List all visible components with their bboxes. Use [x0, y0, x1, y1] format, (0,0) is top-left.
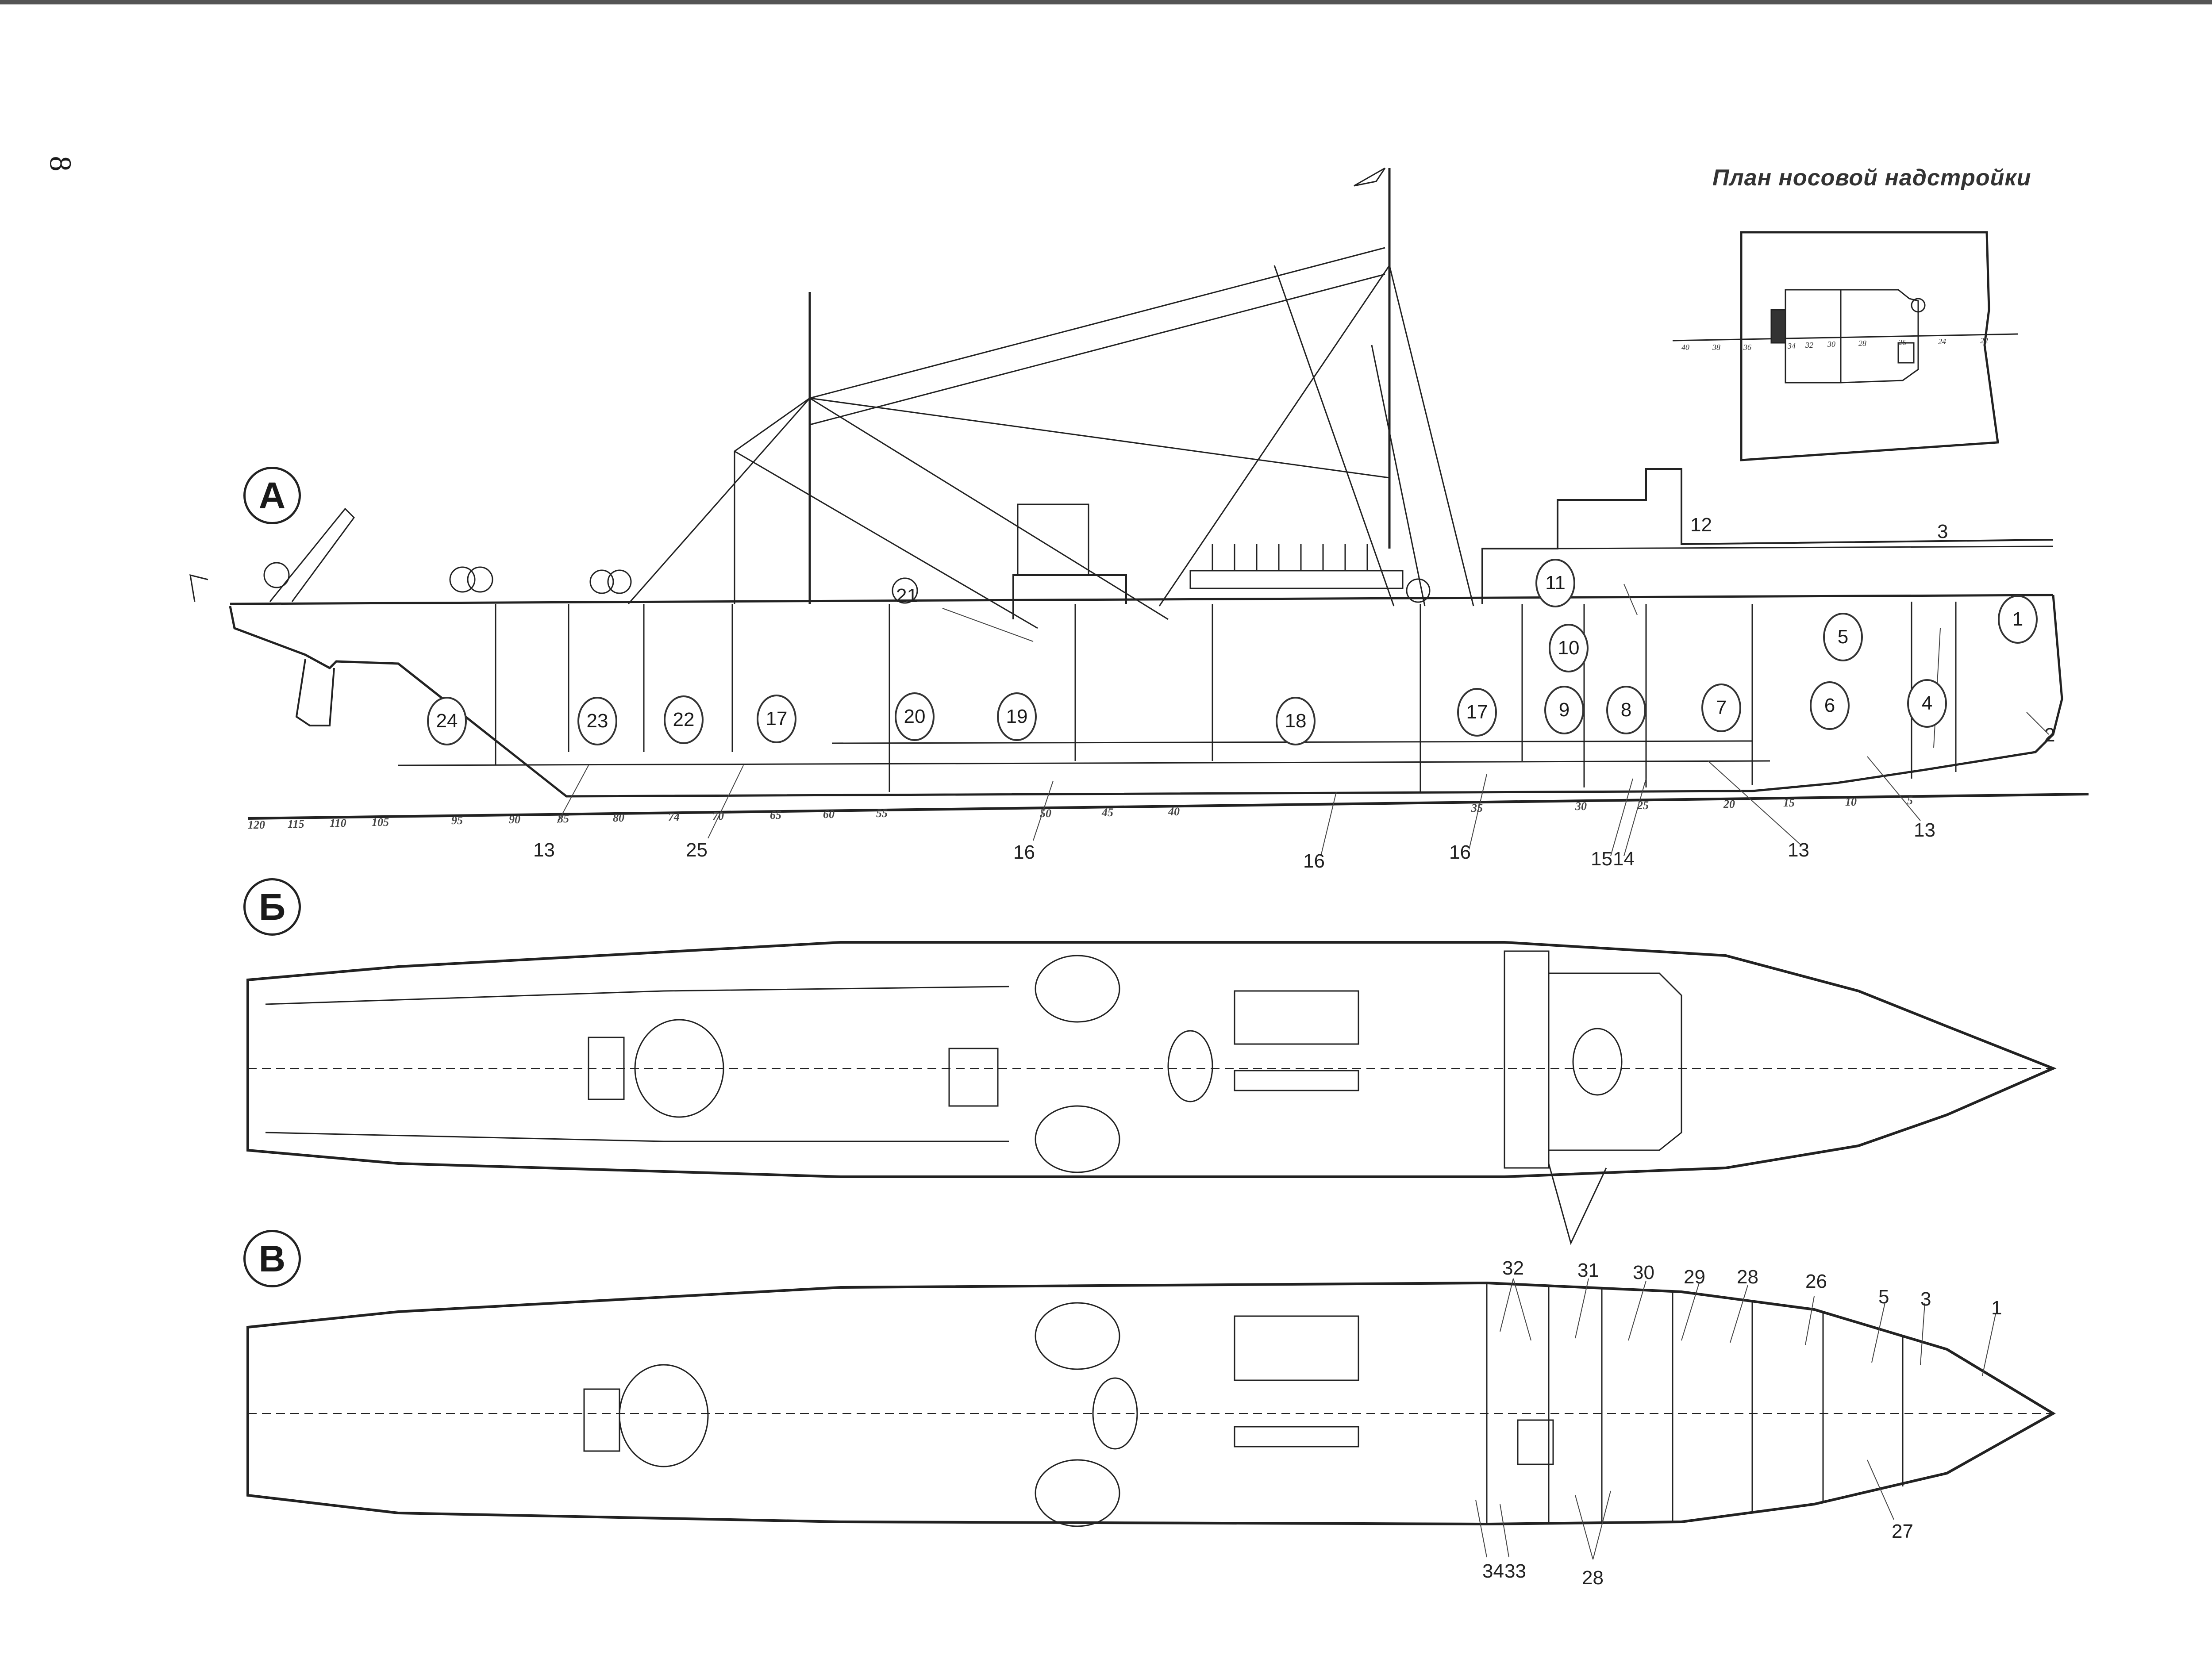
- callout-32: 32: [1502, 1257, 1524, 1279]
- compartment-11: 11: [1535, 559, 1575, 607]
- compartment-4: 4: [1907, 679, 1947, 728]
- frame-25: 25: [1637, 799, 1649, 812]
- callout-13-mid: 13: [1788, 839, 1809, 861]
- inset-frame-22: 22: [1980, 336, 1988, 345]
- compartment-5: 5: [1823, 613, 1863, 661]
- inset-frame-30: 30: [1827, 340, 1835, 349]
- compartment-19: 19: [997, 692, 1037, 741]
- callout-34: 34: [1482, 1560, 1504, 1582]
- frame-45: 45: [1102, 806, 1113, 819]
- view-label-a: А: [243, 467, 301, 524]
- callout-13-aft: 13: [533, 839, 555, 861]
- frame-15: 15: [1783, 796, 1795, 809]
- callout-3-plan: 3: [1920, 1288, 1931, 1310]
- page-top-border: [0, 0, 2212, 4]
- callout-1-plan: 1: [1991, 1297, 2002, 1319]
- frame-55: 55: [876, 807, 888, 820]
- upper-deck-plan: [246, 941, 2057, 1245]
- frame-40: 40: [1168, 805, 1180, 818]
- callout-31: 31: [1577, 1259, 1599, 1281]
- frame-30: 30: [1575, 800, 1587, 813]
- callout-28-top: 28: [1737, 1266, 1758, 1288]
- inset-frame-36: 36: [1743, 343, 1751, 352]
- frame-35: 35: [1471, 802, 1483, 814]
- inset-title: План носовой надстройки: [1712, 165, 2031, 191]
- frame-70: 70: [712, 810, 724, 822]
- callout-25: 25: [686, 839, 708, 861]
- side-profile: [189, 167, 2089, 820]
- inset-frame-24: 24: [1938, 337, 1946, 346]
- lower-deck-plan: [246, 1281, 2056, 1527]
- view-label-v: В: [243, 1230, 301, 1287]
- inset-frame-34: 34: [1788, 342, 1796, 350]
- frame-105: 105: [372, 816, 389, 829]
- frame-20: 20: [1723, 798, 1735, 810]
- inset-frame-32: 32: [1805, 341, 1813, 349]
- callout-33: 33: [1504, 1560, 1526, 1582]
- frame-65: 65: [770, 809, 781, 822]
- callout-26: 26: [1805, 1271, 1827, 1292]
- callout-21: 21: [896, 585, 918, 607]
- compartment-17-fwd: 17: [1457, 688, 1497, 737]
- frame-120: 120: [248, 818, 265, 831]
- frame-90: 90: [509, 813, 520, 826]
- frame-80: 80: [613, 811, 624, 824]
- compartment-7: 7: [1701, 684, 1741, 732]
- frame-50: 50: [1040, 807, 1051, 820]
- inset-frame-28: 28: [1858, 339, 1866, 348]
- frame-5: 5: [1907, 794, 1913, 807]
- compartment-22: 22: [664, 695, 704, 744]
- callout-29: 29: [1684, 1266, 1705, 1288]
- callout-5-plan: 5: [1878, 1286, 1889, 1308]
- callout-14: 14: [1613, 848, 1635, 870]
- callout-27: 27: [1892, 1521, 1913, 1542]
- compartment-20: 20: [895, 692, 935, 741]
- frame-95: 95: [451, 814, 463, 827]
- callout-16-c: 16: [1449, 841, 1471, 863]
- frame-60: 60: [823, 808, 835, 821]
- view-label-b: Б: [243, 878, 301, 936]
- callout-12: 12: [1690, 514, 1712, 536]
- compartment-6: 6: [1810, 681, 1850, 730]
- frame-74: 74: [668, 810, 680, 823]
- compartment-8: 8: [1606, 686, 1646, 734]
- callout-3: 3: [1937, 521, 1948, 542]
- frame-115: 115: [288, 818, 304, 830]
- inset-frame-26: 26: [1898, 338, 1906, 347]
- compartment-17-aft: 17: [757, 695, 796, 743]
- inset-frame-38: 38: [1712, 343, 1720, 352]
- callout-28-bottom: 28: [1582, 1567, 1604, 1589]
- frame-85: 85: [558, 812, 569, 825]
- callout-13-fwd: 13: [1914, 819, 1935, 841]
- compartment-10: 10: [1549, 624, 1589, 672]
- compartment-23: 23: [577, 697, 617, 745]
- inset-frame-40: 40: [1681, 343, 1689, 352]
- frame-10: 10: [1845, 795, 1857, 808]
- callout-16-b: 16: [1303, 850, 1325, 872]
- callout-15: 15: [1591, 848, 1612, 870]
- callout-16-a: 16: [1013, 841, 1035, 863]
- compartment-9: 9: [1544, 686, 1584, 734]
- callout-2: 2: [2044, 724, 2055, 746]
- compartment-1: 1: [1998, 595, 2038, 644]
- inset-forecastle-plan: [1672, 231, 2018, 461]
- callout-30: 30: [1633, 1262, 1654, 1283]
- compartment-18: 18: [1276, 697, 1316, 745]
- compartment-24: 24: [427, 697, 467, 745]
- frame-110: 110: [330, 817, 346, 829]
